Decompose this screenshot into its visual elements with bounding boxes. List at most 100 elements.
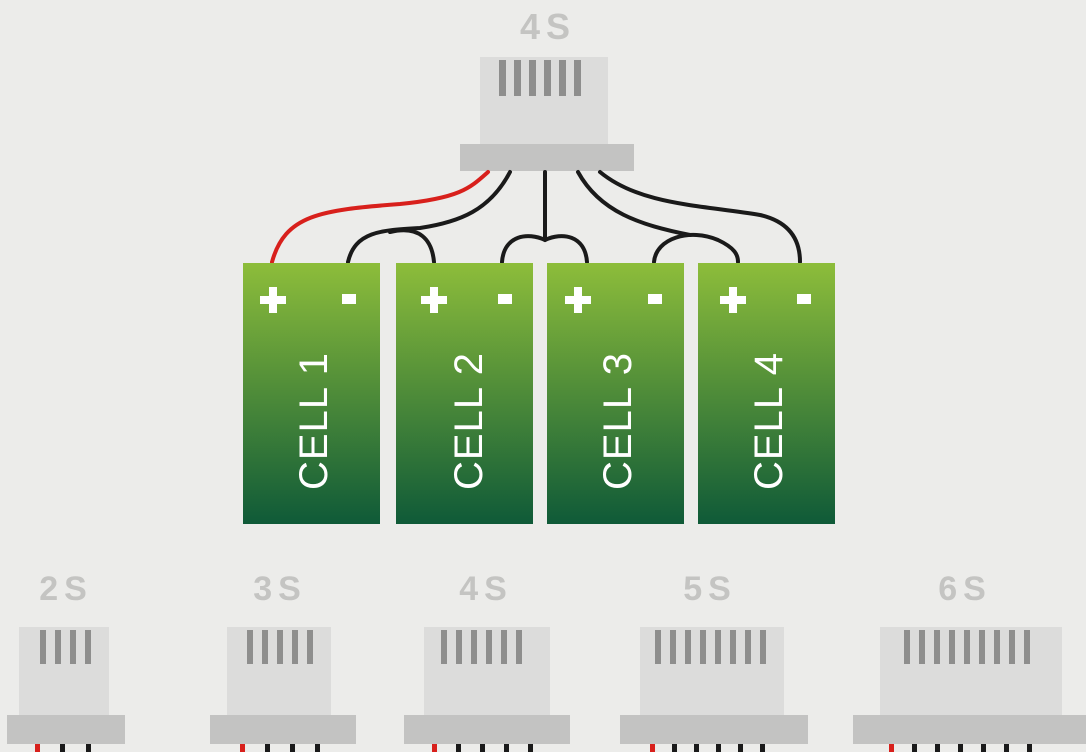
connector-flange [404,715,570,744]
connector-pin [559,60,566,96]
connector-2s [7,627,125,752]
connector-pin [655,630,661,664]
connector-3s [210,627,356,752]
connector-pin [55,630,61,664]
main-diagram-title: 4S [520,6,576,47]
connector-body [880,627,1062,717]
wire-black-stub [912,744,917,752]
connector-title-4s: 4S [459,570,513,608]
wire-black-stub [504,744,509,752]
cell-label: CELL 3 [596,352,640,490]
cell: CELL 4 [698,263,835,524]
connector-pin [307,630,313,664]
connector-row: 2S 3S 4S 5S 6S [7,570,1086,752]
cell-body [698,263,835,524]
plus-icon [260,287,286,313]
connector-pin [529,60,536,96]
wire-red-stub [889,744,894,752]
minus-icon [797,294,811,304]
plus-icon [565,287,591,313]
connector-pin [85,630,91,664]
connector-pin [949,630,955,664]
cell: CELL 2 [396,263,533,524]
connector-pin [292,630,298,664]
wire-black-stub [456,744,461,752]
wire-black-stub [935,744,940,752]
connector-pin [685,630,691,664]
wire-red-stub [35,744,40,752]
connector-body [19,627,109,717]
wire-black-stub [60,744,65,752]
connector-pin [934,630,940,664]
connector-title-5s: 5S [683,570,737,608]
wire-red-stub [240,744,245,752]
connector-pin [904,630,910,664]
main-connector-pins [499,60,581,96]
connector-pin [456,630,462,664]
wire-black-cell2-3-bridge [500,234,589,264]
connector-pin [1009,630,1015,664]
wire-red-cell1-positive [270,170,490,264]
minus-icon [342,294,356,304]
wire-black-stub [760,744,765,752]
wire-black-cell1-2 [346,170,512,264]
connector-pin [979,630,985,664]
connector-pin [670,630,676,664]
connector-pin [919,630,925,664]
wire-black-stub [1027,744,1032,752]
connector-pin [730,630,736,664]
connector-pin [715,630,721,664]
minus-icon [498,294,512,304]
cell-body [396,263,533,524]
wire-black-stub [290,744,295,752]
connector-pin [247,630,253,664]
connector-4s [404,627,570,752]
connector-flange [620,715,808,744]
wire-black-stub [265,744,270,752]
wire-black-stub [86,744,91,752]
connector-pin [40,630,46,664]
connector-pin [499,60,506,96]
wire-red-stub [650,744,655,752]
connector-pin [486,630,492,664]
cell: CELL 1 [243,263,380,524]
connector-flange [7,715,125,744]
wire-black-stub [672,744,677,752]
wire-black-cell3-4 [576,170,692,237]
wire-black-cell1-2-bridge [388,228,436,264]
connector-pin [745,630,751,664]
wire-black-cell4-negative [598,170,802,264]
connector-pin [760,630,766,664]
wire-black-stub [958,744,963,752]
connector-flange [210,715,356,744]
wire-black-stub [716,744,721,752]
connector-title-2s: 2S [39,570,93,608]
wire-black-stub [694,744,699,752]
connector-flange [853,715,1086,744]
wire-black-stub [738,744,743,752]
connector-pin [262,630,268,664]
connector-pin [471,630,477,664]
wire-black-stub [981,744,986,752]
connector-pin [994,630,1000,664]
connector-pin [964,630,970,664]
wire-black-stub [528,744,533,752]
wire-black-stub [1004,744,1009,752]
cell-label: CELL 1 [292,352,336,490]
connector-pin [70,630,76,664]
connector-pin [501,630,507,664]
connector-pin [516,630,522,664]
main-connector-flange [460,144,634,171]
wire-black-stub [315,744,320,752]
connector-pin [441,630,447,664]
cell-body [243,263,380,524]
wire-red-stub [432,744,437,752]
cell: CELL 3 [547,263,684,524]
cell-label: CELL 2 [447,352,491,490]
connector-pin [277,630,283,664]
connector-pin [544,60,551,96]
wire-black-cell3-4-bridge [652,232,740,264]
main-wires [270,170,802,264]
connector-pin [574,60,581,96]
